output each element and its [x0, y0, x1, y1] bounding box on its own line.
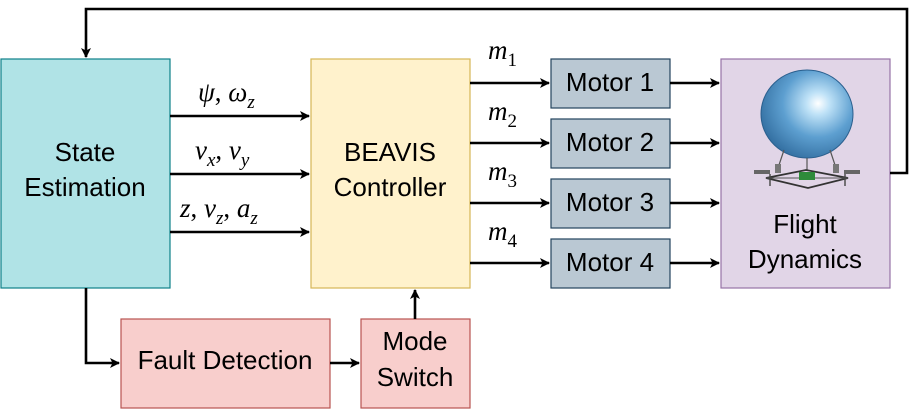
mode-switch-label-1: Mode [382, 326, 447, 356]
state-estimation-block: State Estimation [0, 58, 171, 289]
state-estimation-label-1: State [55, 137, 116, 167]
signal-1-label: ψ, ωz [198, 77, 255, 113]
controller-label-1: BEAVIS [344, 137, 436, 167]
m4-label: m4 [488, 216, 518, 252]
signal-2-label: vx, vy [195, 135, 250, 171]
mode-switch-block: Mode Switch [360, 318, 471, 409]
connection-arrows [81, 7, 909, 368]
signal-3-label: z, vz, az [179, 193, 258, 229]
motor-4-block: Motor 4 [550, 238, 671, 289]
arrow-feedback [81, 7, 909, 175]
motor-1-block: Motor 1 [550, 58, 671, 109]
flight-dynamics-label-2: Dynamics [748, 244, 862, 274]
controller-block: BEAVIS Controller [310, 58, 471, 289]
motor-1-label: Motor 1 [566, 67, 654, 97]
flight-dynamics-block: Flight Dynamics [720, 58, 891, 289]
fault-detection-block: Fault Detection [120, 318, 331, 409]
m2-label: m2 [488, 96, 517, 132]
m1-label: m1 [488, 35, 517, 71]
motor-3-block: Motor 3 [550, 178, 671, 229]
motor-2-label: Motor 2 [566, 127, 654, 157]
fault-detection-label: Fault Detection [138, 345, 313, 375]
flight-dynamics-label-1: Flight [773, 209, 837, 239]
m3-label: m3 [488, 156, 517, 192]
blimp-icon [754, 69, 860, 189]
state-estimation-label-2: Estimation [24, 172, 145, 202]
controller-label-2: Controller [334, 172, 447, 202]
arrow-to-fault-detection [84, 288, 120, 368]
motor-2-block: Motor 2 [550, 118, 671, 169]
mode-switch-label-2: Switch [377, 362, 454, 392]
motor-3-label: Motor 3 [566, 187, 654, 217]
motor-4-label: Motor 4 [566, 247, 654, 277]
